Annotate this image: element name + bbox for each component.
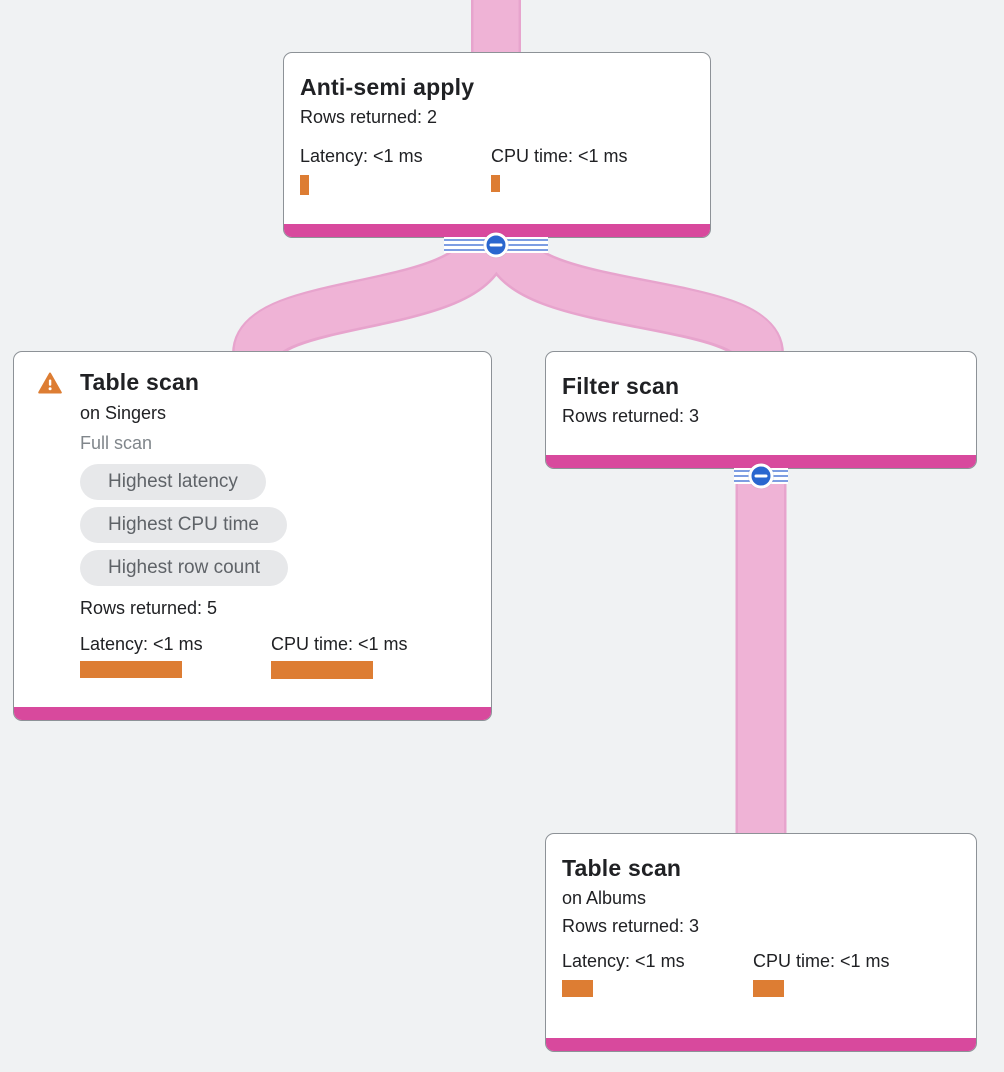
latency-label: Latency: <1 ms bbox=[80, 634, 203, 654]
node-title: Table scan bbox=[562, 855, 682, 881]
cpu-label: CPU time: <1 ms bbox=[271, 634, 408, 654]
rows-returned-text: Rows returned: 5 bbox=[80, 598, 218, 618]
badge-highest-latency: Highest latency bbox=[80, 464, 266, 500]
latency-metric: Latency: <1 ms bbox=[80, 631, 271, 679]
node-title: Anti-semi apply bbox=[300, 74, 475, 100]
cpu-label: CPU time: <1 ms bbox=[491, 146, 628, 166]
node-card-table-scan-singers[interactable]: Table scan on Singers Full scan Highest … bbox=[13, 351, 492, 721]
cpu-metric: CPU time: <1 ms bbox=[753, 948, 944, 997]
badge-highest-row-count: Highest row count bbox=[80, 550, 289, 586]
badge-highest-cpu-time: Highest CPU time bbox=[80, 507, 287, 543]
cpu-bar bbox=[753, 980, 784, 997]
cpu-bar bbox=[491, 175, 500, 192]
node-card-anti-semi-apply[interactable]: Anti-semi apply Rows returned: 2 Latency… bbox=[283, 52, 711, 238]
link-handle-anti-semi-apply bbox=[444, 232, 548, 258]
link-handle-filter-scan bbox=[734, 463, 788, 489]
node-title: Filter scan bbox=[562, 373, 680, 399]
rows-returned-text: Rows returned: 3 bbox=[562, 406, 700, 426]
metrics-row: Latency: <1 ms CPU time: <1 ms bbox=[562, 948, 960, 997]
collapse-button[interactable] bbox=[483, 232, 509, 258]
collapse-button[interactable] bbox=[748, 463, 774, 489]
latency-bar bbox=[300, 175, 309, 195]
latency-metric: Latency: <1 ms bbox=[300, 143, 491, 195]
minus-icon bbox=[489, 243, 503, 247]
latency-label: Latency: <1 ms bbox=[562, 951, 685, 971]
cpu-label: CPU time: <1 ms bbox=[753, 951, 890, 971]
rows-returned-text: Rows returned: 3 bbox=[562, 916, 700, 936]
node-subtitle: on Albums bbox=[562, 888, 647, 908]
node-accent-bar bbox=[284, 224, 710, 237]
node-card-table-scan-albums[interactable]: Table scan on Albums Rows returned: 3 La… bbox=[545, 833, 977, 1052]
node-accent-bar bbox=[546, 1038, 976, 1051]
cpu-bar bbox=[271, 661, 373, 679]
node-accent-bar bbox=[14, 707, 491, 720]
node-card-filter-scan[interactable]: Filter scan Rows returned: 3 bbox=[545, 351, 977, 469]
node-subtitle: on Singers bbox=[80, 403, 167, 423]
latency-bar bbox=[80, 661, 182, 678]
node-accent-bar bbox=[546, 455, 976, 468]
latency-metric: Latency: <1 ms bbox=[562, 948, 753, 997]
rows-returned-text: Rows returned: 2 bbox=[300, 107, 438, 127]
minus-icon bbox=[754, 474, 768, 478]
badge-list: Highest latency Highest CPU time Highest… bbox=[80, 464, 475, 586]
cpu-metric: CPU time: <1 ms bbox=[491, 143, 682, 195]
latency-label: Latency: <1 ms bbox=[300, 146, 423, 166]
metrics-row: Latency: <1 ms CPU time: <1 ms bbox=[300, 143, 694, 195]
metrics-row: Latency: <1 ms CPU time: <1 ms bbox=[80, 631, 475, 679]
warning-icon bbox=[30, 366, 80, 679]
node-title: Table scan bbox=[80, 369, 200, 395]
full-scan-note: Full scan bbox=[80, 433, 153, 453]
cpu-metric: CPU time: <1 ms bbox=[271, 631, 462, 679]
latency-bar bbox=[562, 980, 593, 997]
